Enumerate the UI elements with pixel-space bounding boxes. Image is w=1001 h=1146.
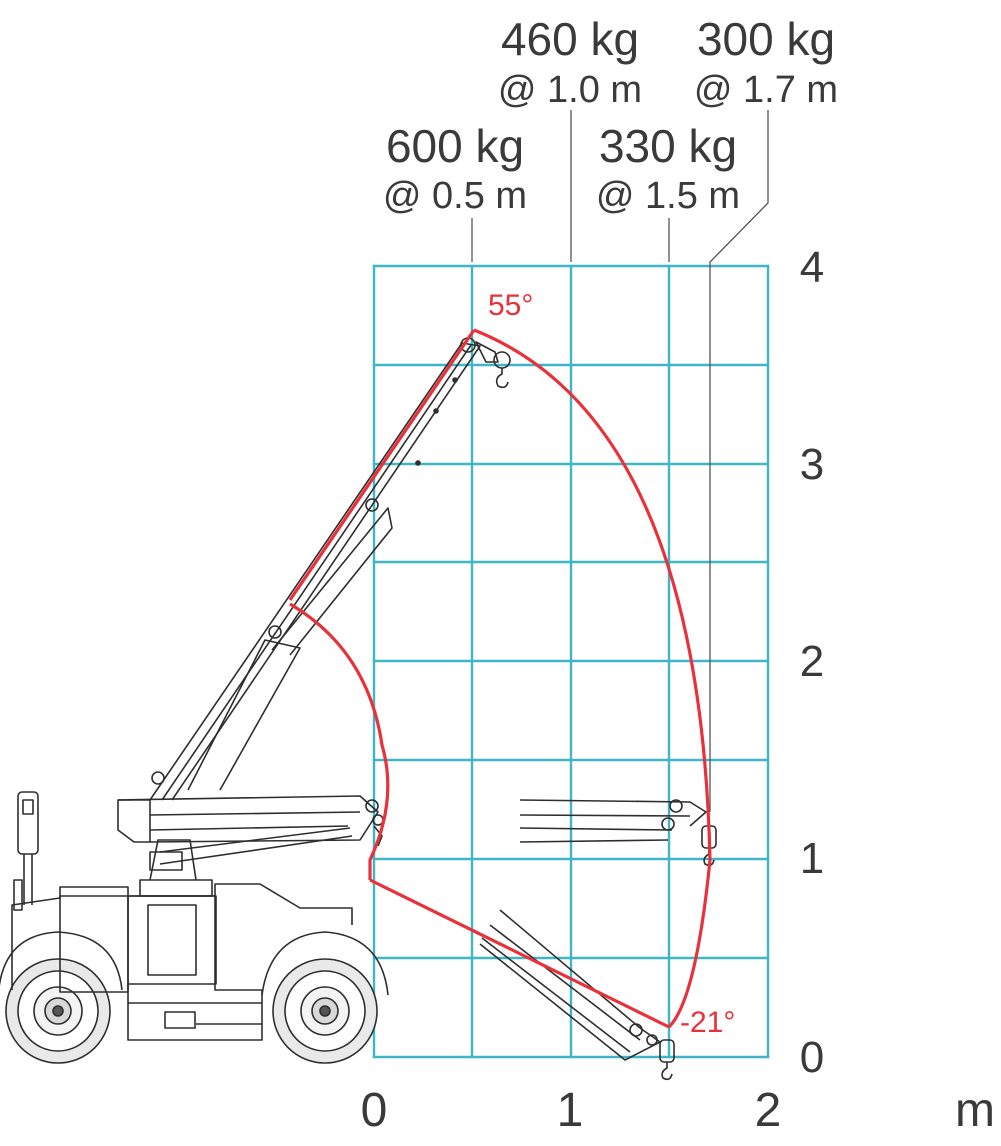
load-value: 600 kg: [386, 120, 524, 172]
boom-cylinder: [188, 640, 300, 790]
y-axis-ticks: 0 1 2 3 4: [800, 243, 824, 1082]
envelope-outer-arc: [473, 328, 712, 861]
min-angle-label: -21°: [680, 1006, 735, 1039]
boom-tip: [476, 342, 498, 362]
lower-arm: [118, 796, 378, 842]
boom-cylinder-rod: [272, 508, 392, 655]
boom-rivet: [416, 461, 420, 465]
x-tick: 1: [557, 1084, 584, 1137]
load-radius: @ 1.5 m: [596, 175, 740, 217]
horizontal-boom-line: [520, 840, 668, 842]
working-envelope: [288, 328, 712, 1029]
chassis-panel: [148, 905, 196, 975]
load-label-300: 300 kg @ 1.7 m: [694, 13, 838, 111]
control-handle: [14, 880, 22, 910]
cylinder-base: [150, 852, 182, 870]
horizontal-boom-pin: [670, 800, 682, 812]
load-radius: @ 1.0 m: [498, 69, 642, 111]
hook-block-low: [660, 1040, 674, 1062]
y-tick: 0: [800, 1033, 824, 1082]
arm-pin: [366, 800, 378, 812]
lower-arm-line: [150, 826, 348, 830]
horizontal-boom-line: [520, 828, 672, 830]
lowered-boom-pin: [630, 1024, 642, 1036]
boom-pin: [152, 772, 164, 784]
boom-pin: [269, 626, 281, 638]
knuckle-joint: [118, 800, 150, 842]
horizontal-boom: [520, 800, 706, 826]
x-tick: 0: [361, 1084, 388, 1137]
max-angle-label: 55°: [488, 289, 533, 322]
envelope-top-line: [288, 329, 476, 601]
y-tick: 2: [800, 637, 824, 686]
leader-300: [709, 110, 769, 812]
turret: [150, 840, 196, 880]
load-value: 300 kg: [697, 13, 835, 65]
horizontal-boom-line: [520, 815, 690, 816]
outrigger-pad: [165, 1012, 195, 1028]
load-label-460: 460 kg @ 1.0 m: [498, 13, 642, 111]
load-radius: @ 1.7 m: [694, 69, 838, 111]
main-boom-line: [162, 345, 471, 800]
hook-h: [704, 848, 714, 865]
envelope-bottom-line: [369, 878, 670, 1029]
chassis-lower: [128, 984, 262, 1040]
control-box: [18, 792, 38, 854]
rear-arch: [262, 932, 388, 995]
y-tick: 3: [800, 440, 824, 489]
front-arch: [0, 932, 122, 1000]
horizontal-boom-pin: [662, 818, 674, 830]
y-tick: 1: [800, 834, 824, 883]
lowered-boom-line: [490, 925, 640, 1040]
boom-rivet: [434, 409, 438, 413]
front-wheel: [6, 959, 110, 1063]
x-axis-ticks: 0 1 2 m: [361, 1084, 995, 1137]
lower-arm-line: [150, 812, 360, 815]
main-boom: [150, 343, 480, 800]
reach-grid: [372, 264, 770, 1059]
leader-lines: [471, 110, 769, 812]
load-radius: @ 0.5 m: [383, 175, 527, 217]
crane-vehicle: [0, 338, 716, 1079]
envelope-lower-arc: [667, 859, 712, 1029]
load-label-330: 330 kg @ 1.5 m: [596, 120, 740, 217]
x-unit: m: [955, 1084, 995, 1137]
slew-ring: [140, 880, 212, 896]
load-label-600: 600 kg @ 0.5 m: [383, 120, 527, 217]
boom-pin: [366, 499, 378, 511]
hook: [497, 368, 508, 387]
chassis-mid-block: [128, 896, 216, 984]
load-value: 460 kg: [501, 13, 639, 65]
rear-wheel: [273, 959, 377, 1063]
chassis-rear: [215, 896, 262, 990]
lowered-boom-pin: [647, 1035, 657, 1045]
envelope-inner-arc: [289, 602, 390, 880]
boom-rivet: [453, 378, 457, 382]
lowered-boom-line: [482, 938, 630, 1052]
lift-cylinder: [160, 836, 352, 864]
control-screen: [23, 800, 33, 814]
hook-low: [662, 1062, 672, 1079]
x-tick: 2: [755, 1084, 782, 1137]
arm-hook: [374, 826, 382, 846]
lift-cylinder: [160, 828, 350, 852]
y-tick: 4: [800, 243, 824, 292]
load-value: 330 kg: [599, 120, 737, 172]
